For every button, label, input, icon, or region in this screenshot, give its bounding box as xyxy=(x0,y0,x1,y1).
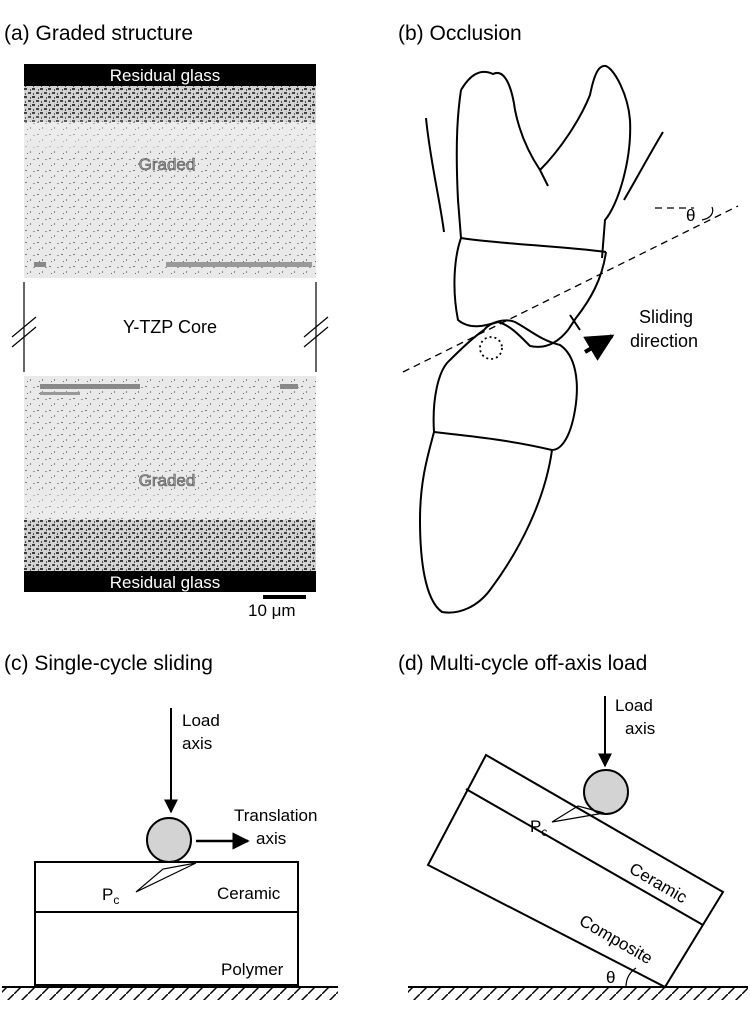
panel-d-title: (d) Multi-cycle off-axis load xyxy=(398,652,647,675)
panel-d: (d) Multi-cycle off-axis load Load axis … xyxy=(398,652,748,1000)
load-axis-c-line1: Load xyxy=(182,711,220,730)
upper-tooth-cusp-edge xyxy=(569,314,581,331)
contact-point-circle xyxy=(479,336,503,360)
core-region: Y-TZP Core xyxy=(11,282,329,372)
residual-glass-label-bottom: Residual glass xyxy=(110,573,221,592)
scale-bar-label: 10 μm xyxy=(248,601,296,620)
residual-glass-band-bottom xyxy=(24,571,316,592)
panel-c-title: (c) Single-cycle sliding xyxy=(4,652,213,675)
upper-tooth-crown xyxy=(453,237,607,348)
sliding-direction-line1: Sliding xyxy=(639,307,693,327)
polymer-layer-c xyxy=(34,911,299,986)
core-label: Y-TZP Core xyxy=(123,317,217,337)
gingiva-left-line xyxy=(425,117,445,233)
angle-label-d: θ xyxy=(606,968,615,987)
load-axis-c-line2: axis xyxy=(182,734,212,753)
lower-tooth xyxy=(418,319,578,614)
lower-tooth-cej xyxy=(433,431,553,451)
residual-glass-band-top xyxy=(24,64,316,86)
indenter-sphere-c xyxy=(146,817,192,863)
occlusal-plane-line xyxy=(402,205,739,373)
pc-label-d: Pc xyxy=(530,817,547,839)
load-axis-d-line1: Load xyxy=(615,696,653,715)
graded-label-bottom: Graded xyxy=(139,471,196,490)
panel-c: (c) Single-cycle sliding Load axis Trans… xyxy=(2,652,338,1000)
indenter-sphere-d xyxy=(583,769,629,815)
interface-line-d xyxy=(465,788,704,926)
upper-tooth-cej xyxy=(460,237,607,253)
graded-label-top: Graded xyxy=(139,155,196,174)
sliding-arrow xyxy=(583,334,615,361)
residual-glass-label-top: Residual glass xyxy=(110,66,221,85)
load-axis-d-line2: axis xyxy=(625,719,655,738)
panel-a-title: (a) Graded structure xyxy=(4,22,193,45)
panel-b: (b) Occlusion θ Sliding direction xyxy=(398,22,739,614)
composite-label-d: Composite xyxy=(576,911,656,968)
ground-hatch-d xyxy=(408,988,748,1000)
cone-crack-d xyxy=(551,805,605,823)
panel-b-title: (b) Occlusion xyxy=(398,22,522,45)
translation-axis-line1: Translation xyxy=(234,806,317,825)
angle-label-b: θ xyxy=(686,206,695,225)
angle-arc-b xyxy=(701,206,714,221)
pc-label-c: Pc xyxy=(102,885,119,907)
gingiva-right-line xyxy=(623,131,664,201)
micrograph-bottom: Graded Residual glass xyxy=(24,376,316,592)
angle-arc-d xyxy=(625,967,637,988)
ground-hatch-c xyxy=(2,988,338,1000)
micrograph-top: Residual glass Graded xyxy=(24,64,316,278)
cone-crack-c xyxy=(135,862,197,893)
polymer-label-c: Polymer xyxy=(221,960,284,979)
sliding-direction-line2: direction xyxy=(630,331,698,351)
upper-tooth xyxy=(455,64,632,259)
tilted-block-d xyxy=(426,753,725,989)
translation-axis-line2: axis xyxy=(256,829,286,848)
ceramic-label-c: Ceramic xyxy=(217,884,281,903)
panel-a: (a) Graded structure Residual glass Grad… xyxy=(4,22,329,620)
